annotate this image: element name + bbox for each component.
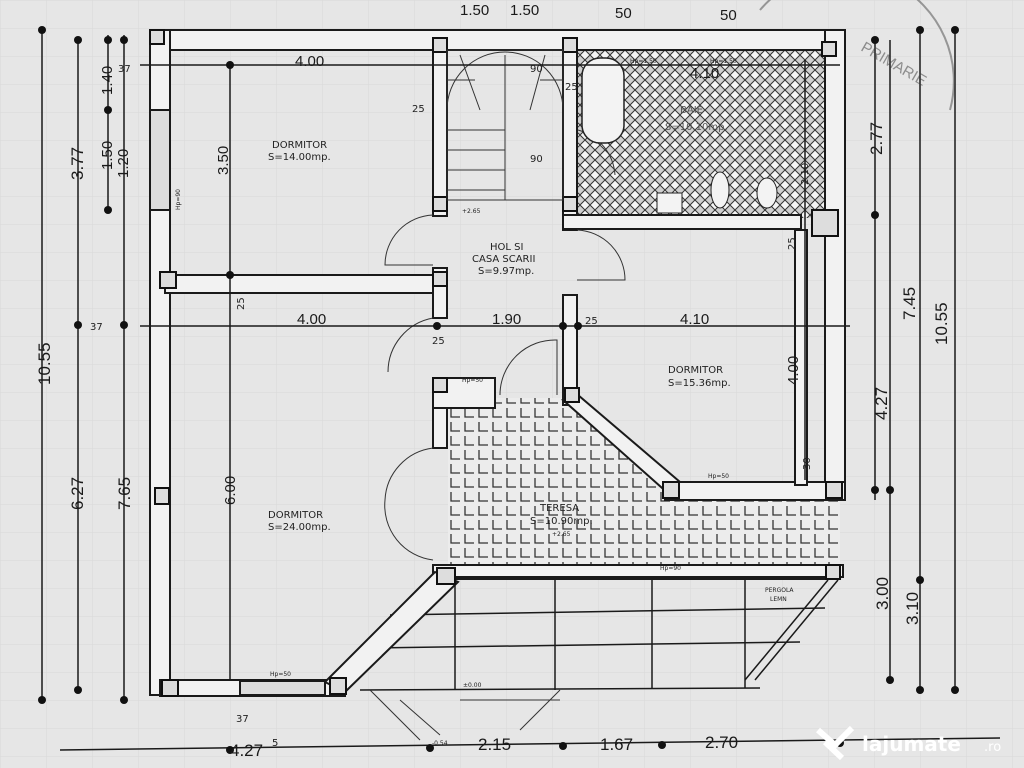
terrace-tiles <box>448 398 840 578</box>
dim-37-bottom: 37 <box>236 714 249 725</box>
room-hall-area: S=9.97mp. <box>478 266 534 277</box>
dim-right-total: 10.55 <box>932 302 951 345</box>
room-bedroom3-name: DORMITOR <box>268 510 323 521</box>
dim-top-3: 50 <box>615 5 632 22</box>
walls <box>149 29 846 697</box>
dim-bottom-2705: 2.70 <box>705 733 738 752</box>
bathroom-fixtures <box>581 57 778 214</box>
dim-37-mid: 37 <box>90 322 103 333</box>
room-terrace-name: TERESA <box>539 503 579 514</box>
dim-bottom-1675: 1.67 <box>600 735 633 754</box>
room-bedroom2-name: DORMITOR <box>668 365 723 376</box>
room-hall-name2: CASA SCARII <box>472 254 535 265</box>
watermark-logo-icon <box>816 725 855 761</box>
doors <box>384 129 626 561</box>
dim-right-4275: 4.27 <box>872 387 891 420</box>
dim-mid-3: 4.10 <box>680 311 709 328</box>
dim-left-6275: 6.27 <box>68 477 87 510</box>
dim-mid-2: 1.90 <box>492 311 521 328</box>
dim-25-b: 25 <box>565 82 578 93</box>
room-bedroom2-area: S=15.36mp. <box>668 378 731 389</box>
dim-right-745: 7.45 <box>900 287 919 320</box>
dim-bottom-4275: 4.27 <box>230 741 263 760</box>
window-note-hp150-b: Hp=1.50 <box>710 58 737 65</box>
dim-room1-width: 4.00 <box>295 53 324 70</box>
dim-25-a: 25 <box>412 104 425 115</box>
window-note-hp90-b: Hp=90 <box>660 565 681 572</box>
window-note-hp90: Hp=90 <box>175 189 182 210</box>
superscript-5: 5 <box>272 738 278 749</box>
room-bath-area: S=10.10mp. <box>665 122 728 133</box>
window-note-hp150-a: Hp=1.50 <box>630 58 657 65</box>
room-terrace-area: S=10.90mp. <box>530 516 593 527</box>
dim-left-150: 1.50 <box>99 141 116 170</box>
pergola <box>359 578 839 741</box>
watermark-suffix: .ro <box>984 740 1001 755</box>
room-labels: DORMITOR S=14.00mp. HOL SI CASA SCARII S… <box>175 58 794 747</box>
pergola-label-1: PERGOLA <box>765 587 794 594</box>
dim-left-140: 1.40 <box>99 66 116 95</box>
watermark: lajumate .ro <box>816 725 1001 761</box>
dim-right-2775: 2.77 <box>867 122 886 155</box>
dim-bottom-215: 2.15 <box>478 735 511 754</box>
dim-right-300: 3.00 <box>873 577 892 610</box>
dim-stair-90b: 90 <box>530 154 543 165</box>
dim-left-3775: 3.77 <box>68 147 87 180</box>
dim-25-f: 25 <box>787 237 798 250</box>
room-hall-name: HOL SI <box>490 242 523 253</box>
dim-room4-height: 4.00 <box>785 356 802 385</box>
dim-bath-width: 4.10 <box>690 65 719 82</box>
dim-left-120: 1.20 <box>115 149 132 178</box>
room-bedroom1-area: S=14.00mp. <box>268 152 331 163</box>
dim-30: 30 <box>802 457 813 470</box>
room-bedroom1-name: DORMITOR <box>272 140 327 151</box>
dim-25-c: 25 <box>432 336 445 347</box>
dim-stair-90a: 90 <box>530 64 543 75</box>
window-note-hp50-c: Hp=50 <box>270 671 291 678</box>
dim-right-310: 3.10 <box>903 592 922 625</box>
watermark-brand: lajumate <box>862 732 961 756</box>
pergola-label-2: LEMN <box>770 596 787 603</box>
dim-room1-height: 3.50 <box>215 146 232 175</box>
dim-left-total: 10.55 <box>35 342 54 385</box>
ground-level: ±0.00 <box>463 682 482 689</box>
room-bath-name: BAIE <box>680 105 703 116</box>
dim-25-e: 25 <box>236 297 247 310</box>
dim-37-top: 37 <box>118 64 131 75</box>
dim-top-2: 1.50 <box>510 2 539 19</box>
dim-bath-height: 2.10 <box>800 163 811 185</box>
room-bedroom3-area: S=24.00mp. <box>268 522 331 533</box>
dim-mid-1: 4.00 <box>297 311 326 328</box>
window-note-hp50-b: Hp=50 <box>708 473 729 480</box>
outside-level: -0.54 <box>432 740 448 747</box>
dim-top-1: 1.50 <box>460 2 489 19</box>
window-note-hp50-a: Hp=50 <box>462 377 483 384</box>
dimension-labels: 1.50 1.50 50 50 4.00 4.10 90 90 37 25 25… <box>35 2 951 760</box>
terrace-level: +2.65 <box>552 531 571 538</box>
stair-level: +2.65 <box>462 208 481 215</box>
dim-top-4: 50 <box>720 7 737 24</box>
dim-room5-height: 6.00 <box>222 476 239 505</box>
staircase <box>446 49 564 201</box>
dim-25-d: 25 <box>585 316 598 327</box>
dim-left-765: 7.65 <box>115 477 134 510</box>
